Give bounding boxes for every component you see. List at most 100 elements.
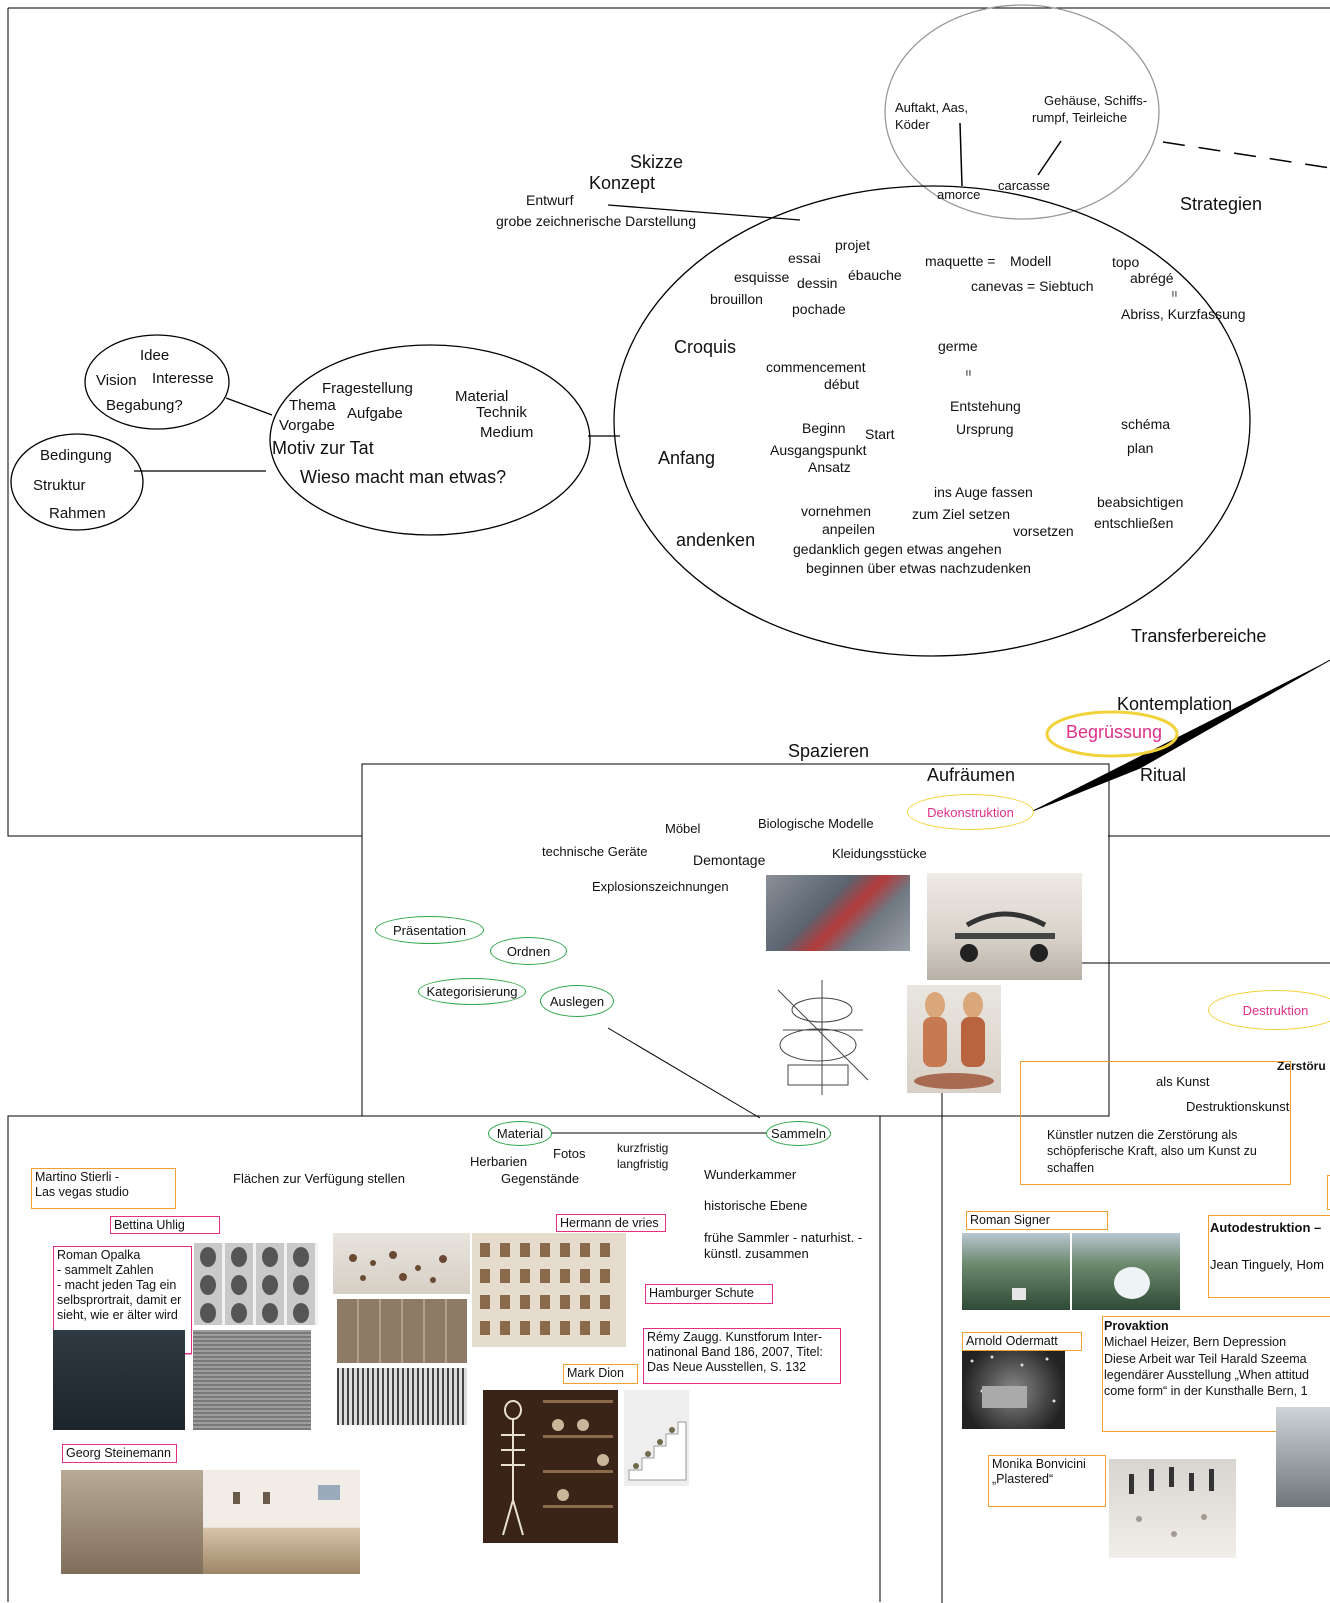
carcasse-label: carcasse [998,178,1051,193]
schema-word: schéma [1121,416,1171,432]
opalka-line4: selbsprortrait, damit er [57,1293,182,1307]
wieso-label: Wieso macht man etwas? [300,467,507,487]
machine-drawing [768,970,876,1102]
topo-word: topo [1112,254,1140,270]
autodestruktion-box [1208,1215,1330,1298]
auslegen-label: Auslegen [549,993,605,1009]
start-word: Start [865,426,895,442]
brouillon-word: brouillon [710,291,763,307]
ebauche-word: ébauche [848,267,902,283]
flaechen-label: Flächen zur Verfügung stellen [233,1171,405,1186]
equals-sign-1: = [1167,290,1182,298]
devries-shelf-photo [472,1233,626,1347]
wunderkammer-label: Wunderkammer [704,1167,797,1182]
konzept-heading: Konzept [589,173,656,193]
opalka-portraits-photo [194,1243,318,1325]
kuenstler-paragraph: Künstler nutzen die Zerstörung als schöp… [1047,1127,1257,1176]
opalka-line1: Roman Opalka [57,1248,141,1262]
struktur-label: Struktur [33,477,86,494]
car-parts-photo [766,875,910,951]
technische-geraete-label: technische Geräte [542,844,648,859]
material-label: Material [455,388,509,405]
dekonstruktion-label: Dekonstruktion [927,804,1014,820]
opalka-line3: - macht jeden Tag ein [57,1278,177,1292]
begruessung-heading: Begrüssung [1066,722,1163,742]
stierli-label-box: Martino Stierli - Las vegas studio [31,1168,176,1209]
debut-word: début [824,376,860,392]
provaktion-paragraph: Provaktion Michael Heizer, Bern Depressi… [1104,1318,1309,1399]
dekonstruktion-node: Dekonstruktion [907,794,1034,830]
bedingung-label: Bedingung [40,447,112,464]
anpeilen-word: anpeilen [822,521,875,537]
anatomy-models-photo [907,985,1001,1093]
fruehe-sammler-label: frühe Sammler - naturhist. - [704,1230,863,1245]
signer-photo-2 [1072,1233,1180,1310]
beginnen-word: beginnen über etwas nachzudenken [806,560,1031,576]
odermatt-crash-photo [962,1351,1065,1429]
bonvicini-label-box: Monika Bonvicini „Plastered“ [988,1455,1106,1507]
steinemann-objects-photo [61,1470,203,1574]
skizze-heading: Skizze [630,152,684,172]
beabsichtigen-word: beabsichtigen [1097,494,1184,510]
odermatt-label-box: Arnold Odermatt [962,1332,1082,1351]
steinemann-label-box: Georg Steinemann [62,1444,177,1463]
rumpf-label: rumpf, Teirleiche [1032,110,1128,125]
signer-photo-1 [962,1233,1070,1310]
ins-auge-word: ins Auge fassen [934,484,1033,500]
kleidungsstuecke-label: Kleidungsstücke [832,846,927,861]
heizer-line3: legendärer Ausstellung „When attitud [1104,1367,1309,1382]
stierli-line2: Las vegas studio [35,1185,129,1199]
beginn-word: Beginn [802,420,846,436]
motiv-label: Motiv zur Tat [272,438,374,458]
ziel-setzen-word: zum Ziel setzen [912,506,1011,522]
ordnen-label: Ordnen [506,943,551,959]
steinemann-room-photo [203,1470,360,1574]
kuenstler-line3: schaffen [1047,1160,1095,1175]
explosionszeichnungen-label: Explosionszeichnungen [592,879,729,894]
moebel-label: Möbel [665,821,701,836]
anfang-word: Anfang [658,448,716,468]
ritual-heading: Ritual [1140,765,1187,785]
auslegen-node: Auslegen [540,985,614,1017]
gegenstaende-label: Gegenstände [501,1171,580,1186]
heizer-line1: Michael Heizer, Bern Depression [1104,1335,1287,1350]
ursprung-word: Ursprung [956,421,1014,437]
spazieren-heading: Spazieren [788,741,870,761]
zaugg-line3: Das Neue Ausstellen, S. 132 [647,1360,807,1374]
canevas-word: canevas = Siebtuch [971,278,1094,294]
edge-label-box [1327,1175,1330,1210]
car-exploded-photo [927,873,1082,980]
technik-label: Technik [476,404,527,421]
bio-modelle-label: Biologische Modelle [758,816,874,831]
auftakt-label: Auftakt, Aas, [895,100,968,115]
essai-word: essai [788,250,821,266]
bonvicini-line1: Monika Bonvicini [992,1457,1086,1471]
koeder-label: Köder [895,117,930,132]
signer-label: Roman Signer [970,1213,1050,1227]
maquette-word: maquette = [925,253,996,269]
plan-word: plan [1127,440,1154,456]
strategien-heading: Strategien [1180,194,1263,214]
demontage-label: Demontage [693,852,766,868]
zerstoerung-heading: Zerstöru [1277,1059,1326,1073]
vision-label: Vision [96,372,137,389]
commencement-word: commencement [766,359,866,375]
fotos-label: Fotos [553,1146,586,1161]
bonvicini-plastered-photo [1109,1459,1236,1558]
kontemplation-heading: Kontemplation [1117,694,1233,714]
praesentation-node: Präsentation [375,916,484,944]
provaktion-heading: Provaktion [1104,1319,1169,1333]
provaktion-box [1102,1316,1330,1432]
begabung-label: Begabung? [106,397,183,414]
signer-label-box: Roman Signer [966,1211,1108,1230]
ansatz-word: Ansatz [808,459,851,475]
destruktion-label: Destruktion [1242,1002,1309,1018]
germe-word: germe [938,338,978,354]
uhlig-label: Bettina Uhlig [114,1218,185,1232]
ordnen-node: Ordnen [490,937,567,965]
wunderkammer-cabinet-photo [483,1390,618,1543]
destruktionskunst-label: Destruktionskunst [1186,1099,1290,1114]
bonvicini-line2: „Plastered“ [992,1472,1054,1486]
schute-label: Hamburger Schute [649,1286,754,1300]
